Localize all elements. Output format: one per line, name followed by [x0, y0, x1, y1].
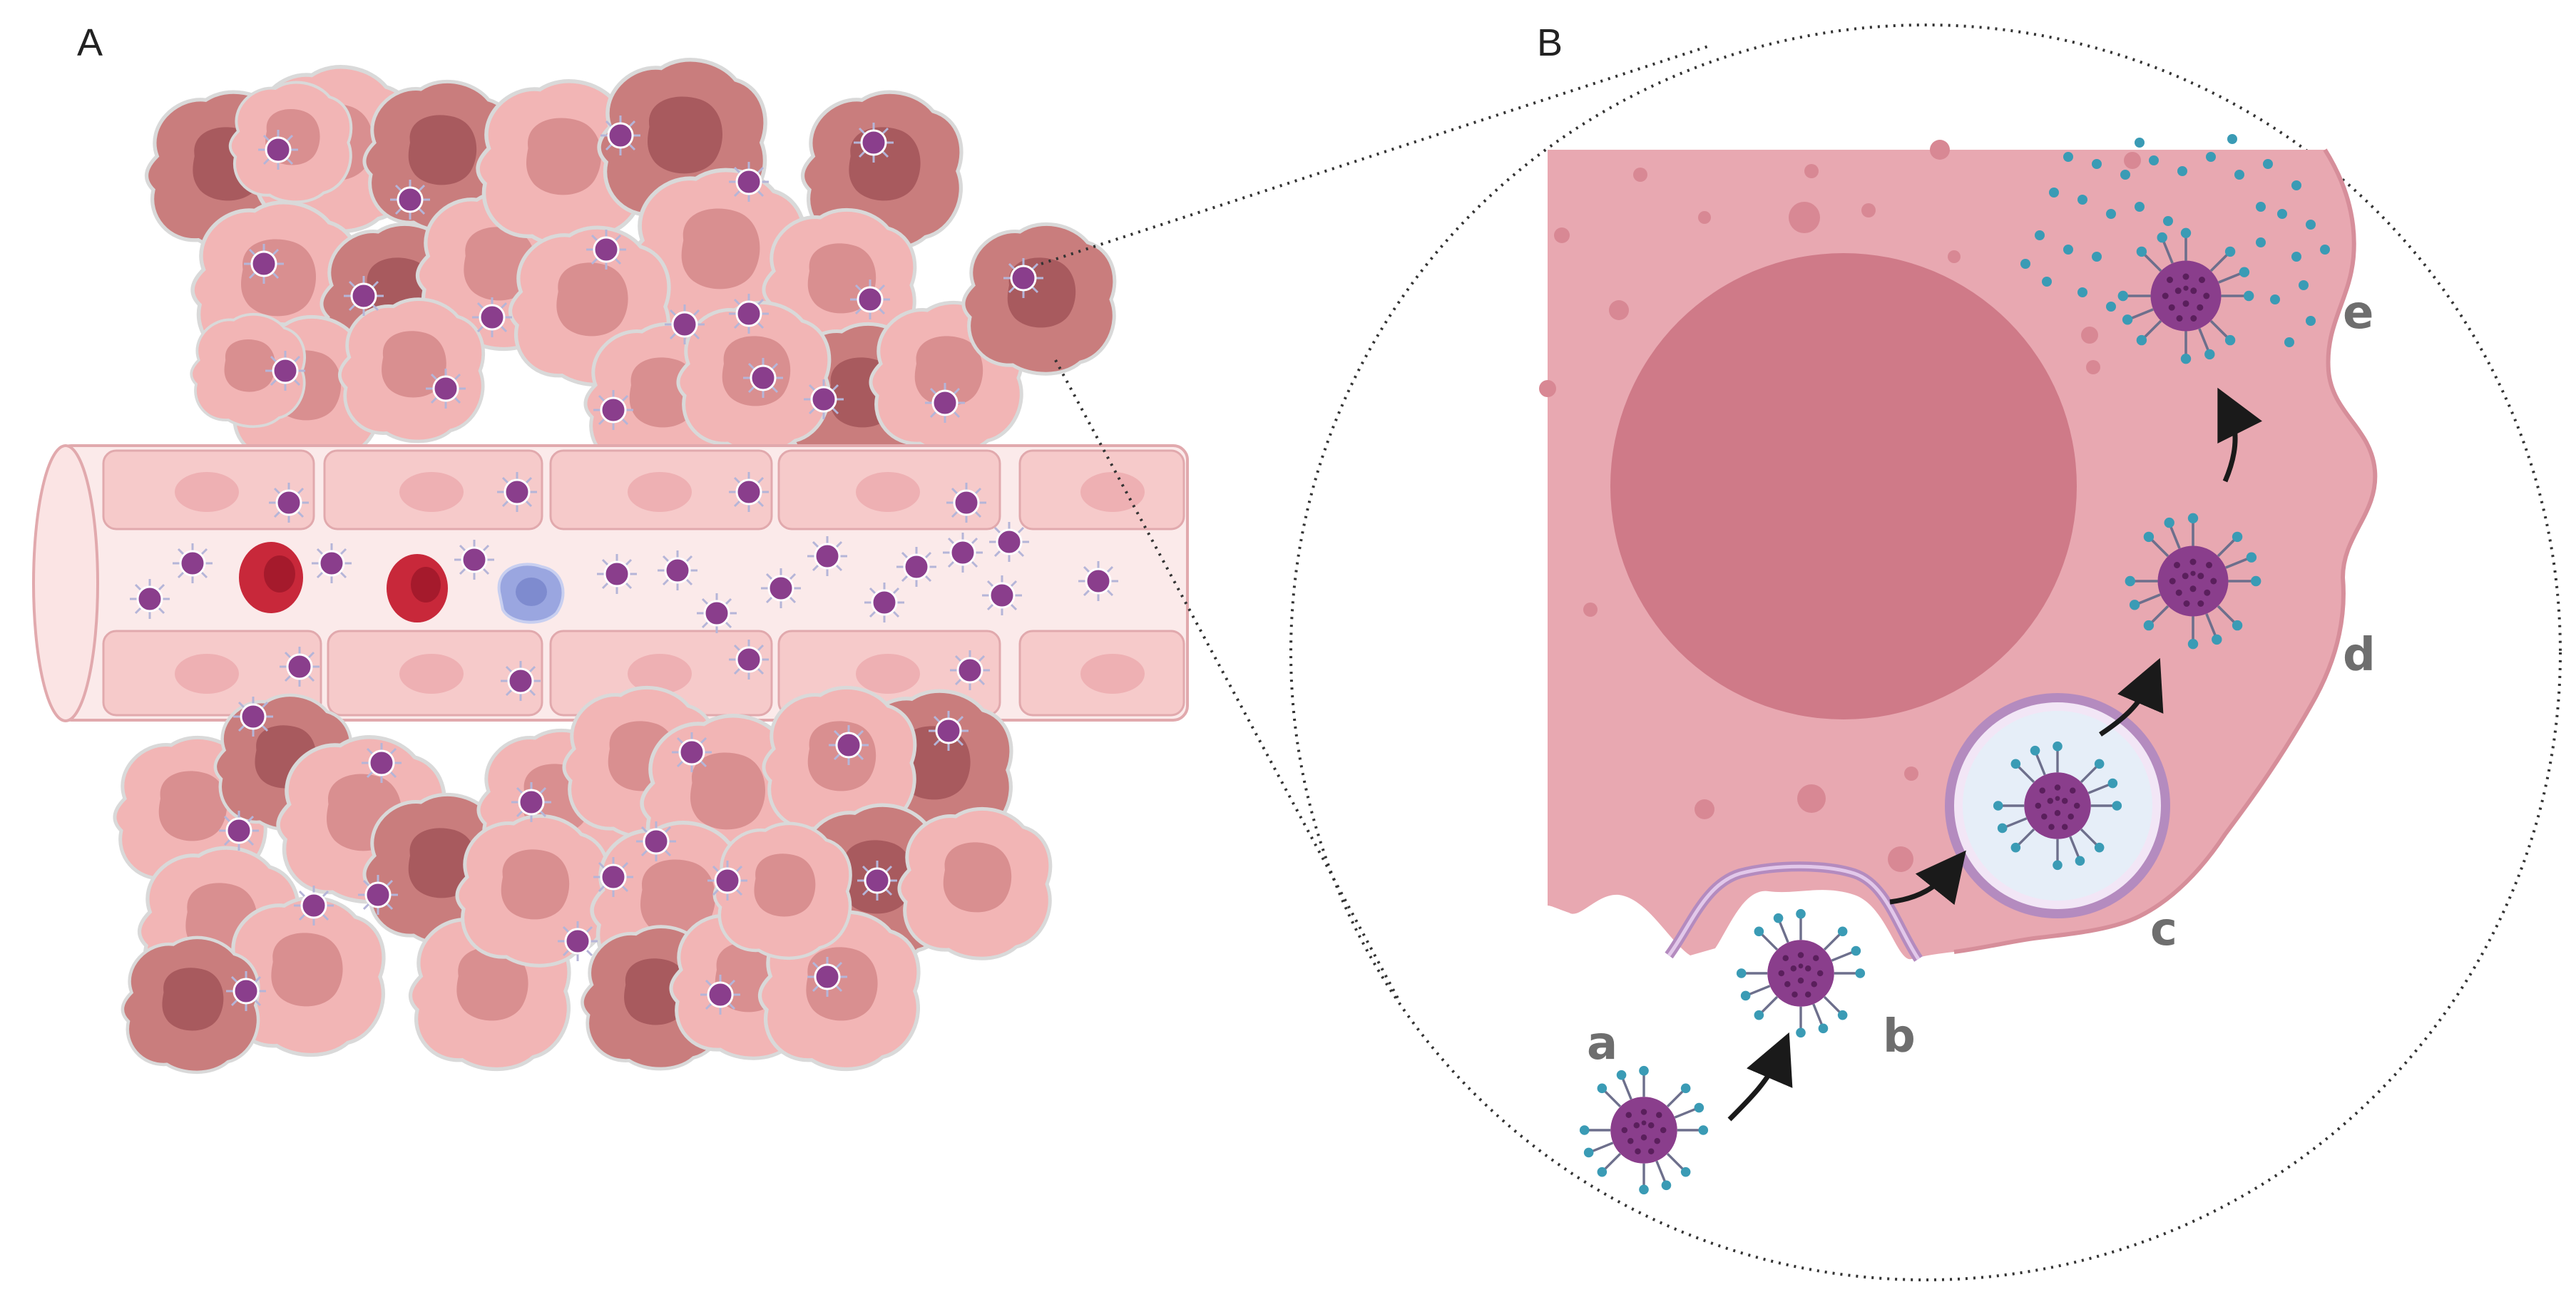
immune-cell-icon [497, 563, 565, 624]
arrow-icon [1727, 387, 2262, 1122]
zoom-circle [1289, 24, 2562, 1281]
upper-tumor-cluster [146, 60, 1114, 473]
step-label-d: d [2343, 629, 2376, 682]
endosome-icon [1945, 693, 2170, 918]
viral-genome-particles [2020, 134, 2330, 347]
infection-mechanism-panel: a b c d e [1289, 24, 2562, 1281]
virus-step-a [1578, 1065, 1709, 1196]
step-label-b: b [1883, 1010, 1916, 1063]
red-blood-cell-icon [387, 554, 448, 622]
step-label-a: a [1587, 1017, 1617, 1070]
red-blood-cell-icon [239, 542, 303, 613]
blood-vessel [32, 444, 1189, 722]
panel-b-label: B [1537, 21, 1563, 64]
virus-step-d [2123, 511, 2263, 651]
virus-step-e [2020, 134, 2330, 366]
panel-a-label: A [77, 21, 103, 64]
virus-step-b [1735, 908, 1866, 1039]
step-label-c: c [2150, 903, 2177, 956]
cytoplasm-vesicles [1539, 140, 2141, 872]
host-nucleus [1610, 253, 2077, 719]
lower-tumor-cluster [115, 687, 1051, 1072]
step-label-e: e [2343, 287, 2373, 339]
tumor-tissue-panel [32, 60, 1189, 1072]
zoom-connector [1041, 45, 1709, 999]
